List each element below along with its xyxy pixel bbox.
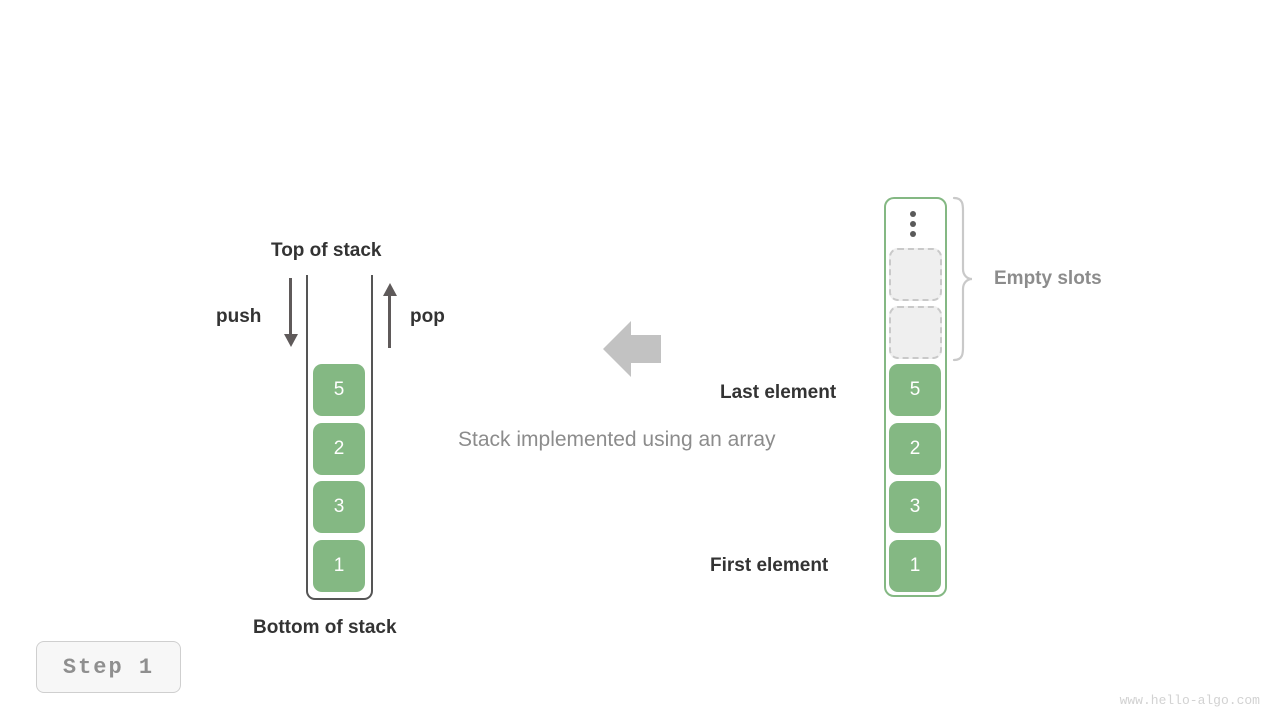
diagram-caption: Stack implemented using an array [458,428,776,451]
stack-cell: 1 [313,540,365,592]
push-label: push [216,306,262,327]
stack-floor [306,574,373,600]
stack-wall-left [306,275,308,591]
pop-arrow-head [383,283,397,296]
step-badge: Step 1 [36,641,181,693]
stack-wall-right [371,275,373,591]
array-cell: 3 [889,481,941,533]
watermark: www.hello-algo.com [1119,693,1260,708]
array-cell: 1 [889,540,941,592]
first-element-label: First element [710,555,829,576]
step-badge-label: Step 1 [62,654,155,680]
array-cell: 2 [889,423,941,475]
pop-arrow-shaft [388,294,391,348]
array-container [884,197,947,597]
pop-label: pop [410,306,445,327]
bottom-of-stack-label: Bottom of stack [253,617,397,638]
stack-cell: 2 [313,423,365,475]
stack-cell: 3 [313,481,365,533]
flow-arrow-icon [603,321,661,377]
empty-slots-brace [952,196,973,362]
vertical-dots-icon [910,211,918,237]
top-of-stack-label: Top of stack [271,240,382,261]
stack-container [306,275,373,600]
stack-cell: 5 [313,364,365,416]
empty-slots-label: Empty slots [994,268,1102,289]
array-cell: 5 [889,364,941,416]
last-element-label: Last element [720,382,837,403]
push-arrow-shaft [289,278,292,336]
array-empty-slot [889,248,942,301]
array-empty-slot [889,306,942,359]
push-arrow-head [284,334,298,347]
